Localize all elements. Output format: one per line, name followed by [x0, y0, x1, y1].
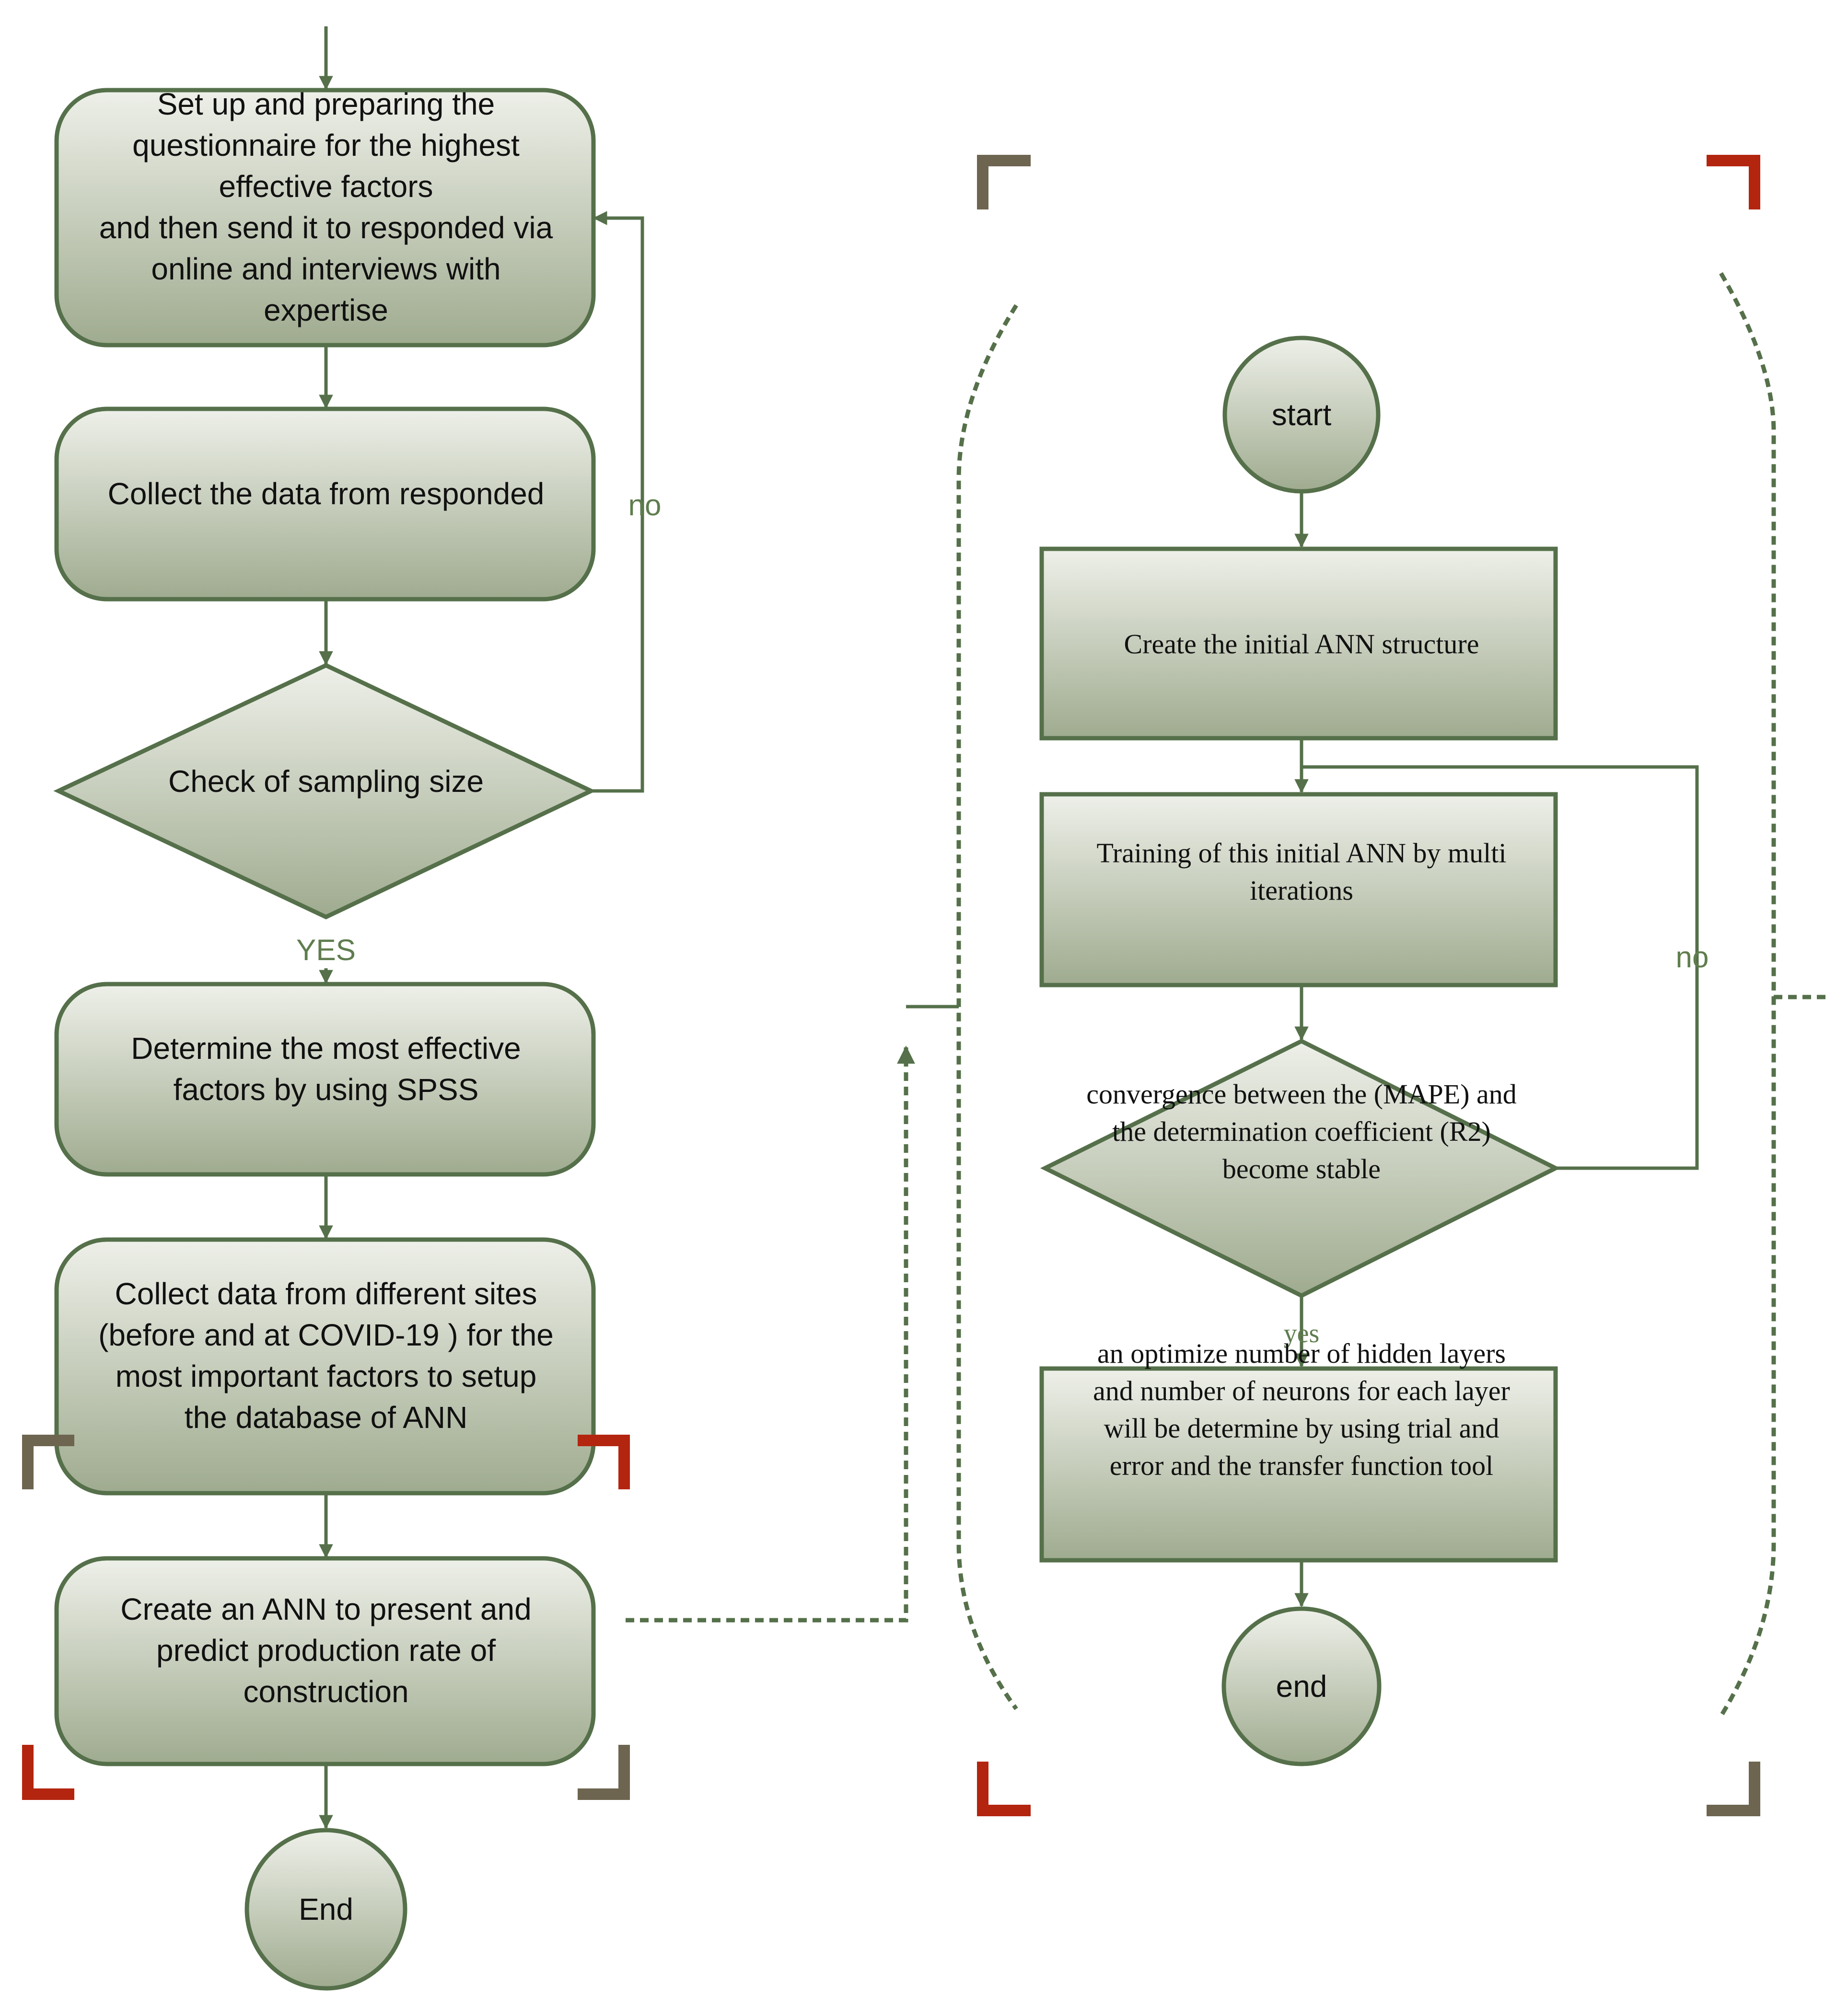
text-line: Check of sampling size [168, 764, 484, 799]
left-decision-diamond [53, 663, 596, 919]
right-start-circle [1222, 336, 1381, 494]
left-step4-text: Collect data from different sites (before… [98, 1277, 554, 1435]
left-dashed-parenthesis [956, 304, 1018, 1710]
right-panel-frame [956, 155, 1831, 1816]
text-line: error and the transfer function tool [1110, 1450, 1493, 1481]
text-line: and then send it to responded via [99, 210, 553, 245]
right-start-text: start [1272, 397, 1332, 432]
text-line: Create an ANN to present and [120, 1592, 531, 1626]
text-line: most important factors to setup [116, 1359, 537, 1393]
text-line: convergence between the (MAPE) and [1086, 1079, 1517, 1110]
frame-corner-bottom-right [1707, 1762, 1760, 1816]
left-decision-no-label: no [628, 489, 662, 522]
text-line: effective factors [219, 169, 433, 204]
text-line: become stable [1222, 1153, 1381, 1184]
arrow-decision-no-loop [591, 211, 644, 793]
dashed-link-to-detail [626, 1045, 915, 1623]
left-step1-text: Set up and preparing the questionnaire fo… [99, 87, 553, 327]
left-step5-text: Create an ANN to present and predict prod… [120, 1592, 531, 1709]
text-line: construction [243, 1674, 408, 1709]
text-line: expertise [264, 293, 388, 327]
text-line: (before and at COVID-19 ) for the [98, 1318, 554, 1352]
left-step3-box [54, 982, 596, 1177]
arrow-decision-no-loop [1302, 765, 1699, 1170]
text-line: Collect data from different sites [115, 1277, 537, 1311]
bracket-corner-right-bottom [578, 1745, 630, 1800]
right-step3-box [1039, 1366, 1558, 1563]
left-step4-box [54, 1237, 596, 1496]
left-step3-text: Determine the most effective factors by u… [131, 1031, 521, 1107]
text-line: Training of this initial ANN by multi [1096, 837, 1506, 869]
left-end-text: End [299, 1892, 353, 1926]
frame-corner-top-left [977, 155, 1031, 209]
text-line: Determine the most effective [131, 1031, 521, 1066]
bracket-corner-right-top [578, 1435, 630, 1489]
text-line: Set up and preparing the [157, 87, 495, 121]
left-step2-box [54, 406, 596, 602]
right-end-text: end [1276, 1669, 1327, 1704]
left-decision-yes-label: YES [296, 934, 356, 967]
bracket-corner-left-top [22, 1435, 74, 1489]
right-end-circle [1221, 1606, 1382, 1766]
text-line: Collect the data from responded [108, 476, 545, 511]
text-line: factors by using SPSS [174, 1072, 479, 1107]
text-line: questionnaire for the highest [132, 128, 520, 162]
right-dashed-parenthesis [1719, 272, 1776, 1717]
right-decision-text: convergence between the (MAPE) and the de… [1086, 1079, 1517, 1184]
frame-corner-bottom-left [977, 1762, 1031, 1816]
left-step5-box [54, 1556, 596, 1766]
right-step1-text: Create the initial ANN structure [1124, 628, 1479, 660]
text-line: iterations [1250, 875, 1353, 906]
right-flowchart: start Create the initial ANN structure T… [1039, 336, 1709, 1766]
text-line: the database of ANN [185, 1400, 468, 1435]
frame-corner-top-right [1707, 155, 1760, 209]
right-decision-yes-label: yes [1284, 1319, 1320, 1348]
bracket-corner-left-bottom [22, 1745, 74, 1800]
text-line: predict production rate of [156, 1633, 496, 1668]
right-step2-text: Training of this initial ANN by multi ite… [1096, 837, 1506, 906]
right-step1-box [1039, 546, 1558, 741]
left-step2-text: Collect the data from responded [108, 476, 545, 511]
text-line: online and interviews with [151, 252, 500, 286]
right-decision-no-label: no [1676, 941, 1709, 974]
right-step3-text: an optimize number of hidden layers and n… [1093, 1338, 1510, 1481]
left-end-circle [244, 1828, 407, 1991]
right-step2-box [1039, 792, 1558, 987]
text-line: and number of neurons for each layer [1093, 1375, 1510, 1406]
left-decision-text: Check of sampling size [168, 764, 484, 799]
text-line: Create the initial ANN structure [1124, 628, 1479, 660]
text-line: an optimize number of hidden layers [1097, 1338, 1506, 1369]
left-step1-box [54, 88, 596, 348]
right-decision-diamond [1040, 1038, 1561, 1299]
left-flowchart: Set up and preparing the questionnaire fo… [22, 26, 662, 1991]
text-line: will be determine by using trial and [1104, 1413, 1499, 1444]
text-line: the determination coefficient (R2) [1112, 1116, 1491, 1147]
